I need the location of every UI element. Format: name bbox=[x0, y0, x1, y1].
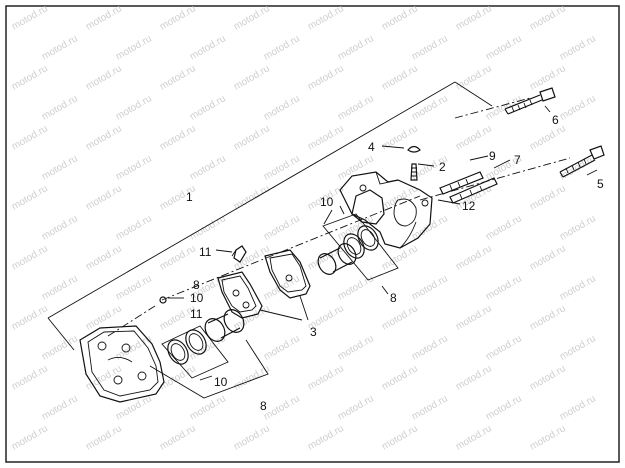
callout-8-bottom: 8 bbox=[260, 399, 267, 413]
seals-lower bbox=[167, 329, 207, 365]
callout-10-top: 10 bbox=[320, 195, 334, 209]
seals-upper bbox=[343, 225, 379, 259]
bleeder-lower-10 bbox=[159, 296, 167, 304]
callout-1: 1 bbox=[186, 190, 193, 204]
group-box-lower bbox=[149, 325, 269, 399]
callout-12: 12 bbox=[462, 199, 476, 213]
pin-7 bbox=[449, 177, 498, 204]
callout-10-mid: 10 bbox=[190, 291, 204, 305]
pad-clip-11 bbox=[231, 245, 247, 263]
callout-7: 7 bbox=[514, 153, 521, 167]
pin-9 bbox=[439, 171, 484, 195]
callout-3: 3 bbox=[310, 325, 317, 339]
bolt-6 bbox=[504, 87, 556, 115]
callout-8-mid: 8 bbox=[390, 291, 397, 305]
group-box-upper bbox=[322, 209, 399, 281]
brake-pad-front bbox=[217, 271, 263, 319]
bleeder-valve-2 bbox=[407, 145, 421, 181]
callout-2: 2 bbox=[439, 160, 446, 174]
piston-lower bbox=[204, 309, 245, 342]
callout-10-bottom: 10 bbox=[214, 375, 228, 389]
center-lines bbox=[107, 97, 571, 337]
callout-4: 4 bbox=[368, 140, 375, 154]
callout-11-mid: 11 bbox=[190, 307, 203, 321]
caliper-body bbox=[339, 171, 433, 249]
diagram-border bbox=[5, 5, 620, 463]
leader-lines bbox=[168, 105, 598, 381]
bolt-5 bbox=[559, 145, 605, 178]
assembly-bracket bbox=[47, 81, 493, 351]
callout-9: 9 bbox=[489, 149, 496, 163]
callout-8-top: 8 bbox=[193, 278, 200, 292]
callout-11-top: 11 bbox=[199, 245, 212, 259]
callout-6: 6 bbox=[552, 113, 559, 127]
callouts: 1 2 3 4 5 6 7 8 8 8 9 10 10 10 11 11 12 bbox=[186, 113, 604, 413]
callout-5: 5 bbox=[597, 177, 604, 191]
caliper-housing bbox=[79, 325, 165, 403]
brake-pad-rear bbox=[264, 249, 311, 299]
piston-upper bbox=[317, 243, 357, 275]
